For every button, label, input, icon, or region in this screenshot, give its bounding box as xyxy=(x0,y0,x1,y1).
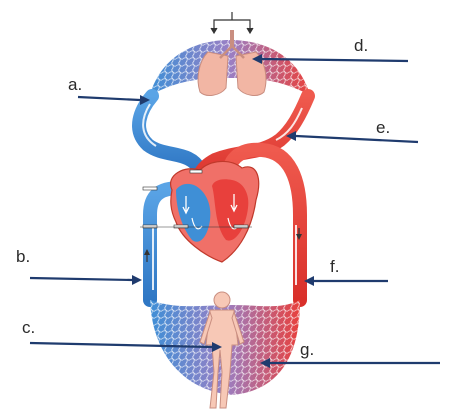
heart xyxy=(169,160,260,263)
label-c: c. xyxy=(22,318,35,337)
pointer-arrows xyxy=(29,54,440,368)
label-f: f. xyxy=(330,257,339,276)
pointer-arrow-f xyxy=(304,276,388,286)
label-a: a. xyxy=(68,75,82,94)
pulmonary-capillary-bed xyxy=(150,40,310,95)
label-d: d. xyxy=(354,36,368,55)
pointer-arrow-a xyxy=(77,95,150,105)
valve-markers xyxy=(142,169,249,229)
pointer-arrow-c xyxy=(29,341,222,352)
human-body xyxy=(199,291,245,409)
pointer-arrow-e xyxy=(286,131,419,144)
label-g: g. xyxy=(300,340,314,359)
pointer-arrow-g xyxy=(260,358,440,368)
pointer-arrow-b xyxy=(29,275,142,285)
airflow-arrows xyxy=(210,12,254,35)
label-b: b. xyxy=(16,247,30,266)
pointer-arrow-d xyxy=(252,54,409,64)
label-e: e. xyxy=(376,118,390,137)
lungs xyxy=(197,30,267,96)
pulmonary-artery xyxy=(132,89,207,177)
